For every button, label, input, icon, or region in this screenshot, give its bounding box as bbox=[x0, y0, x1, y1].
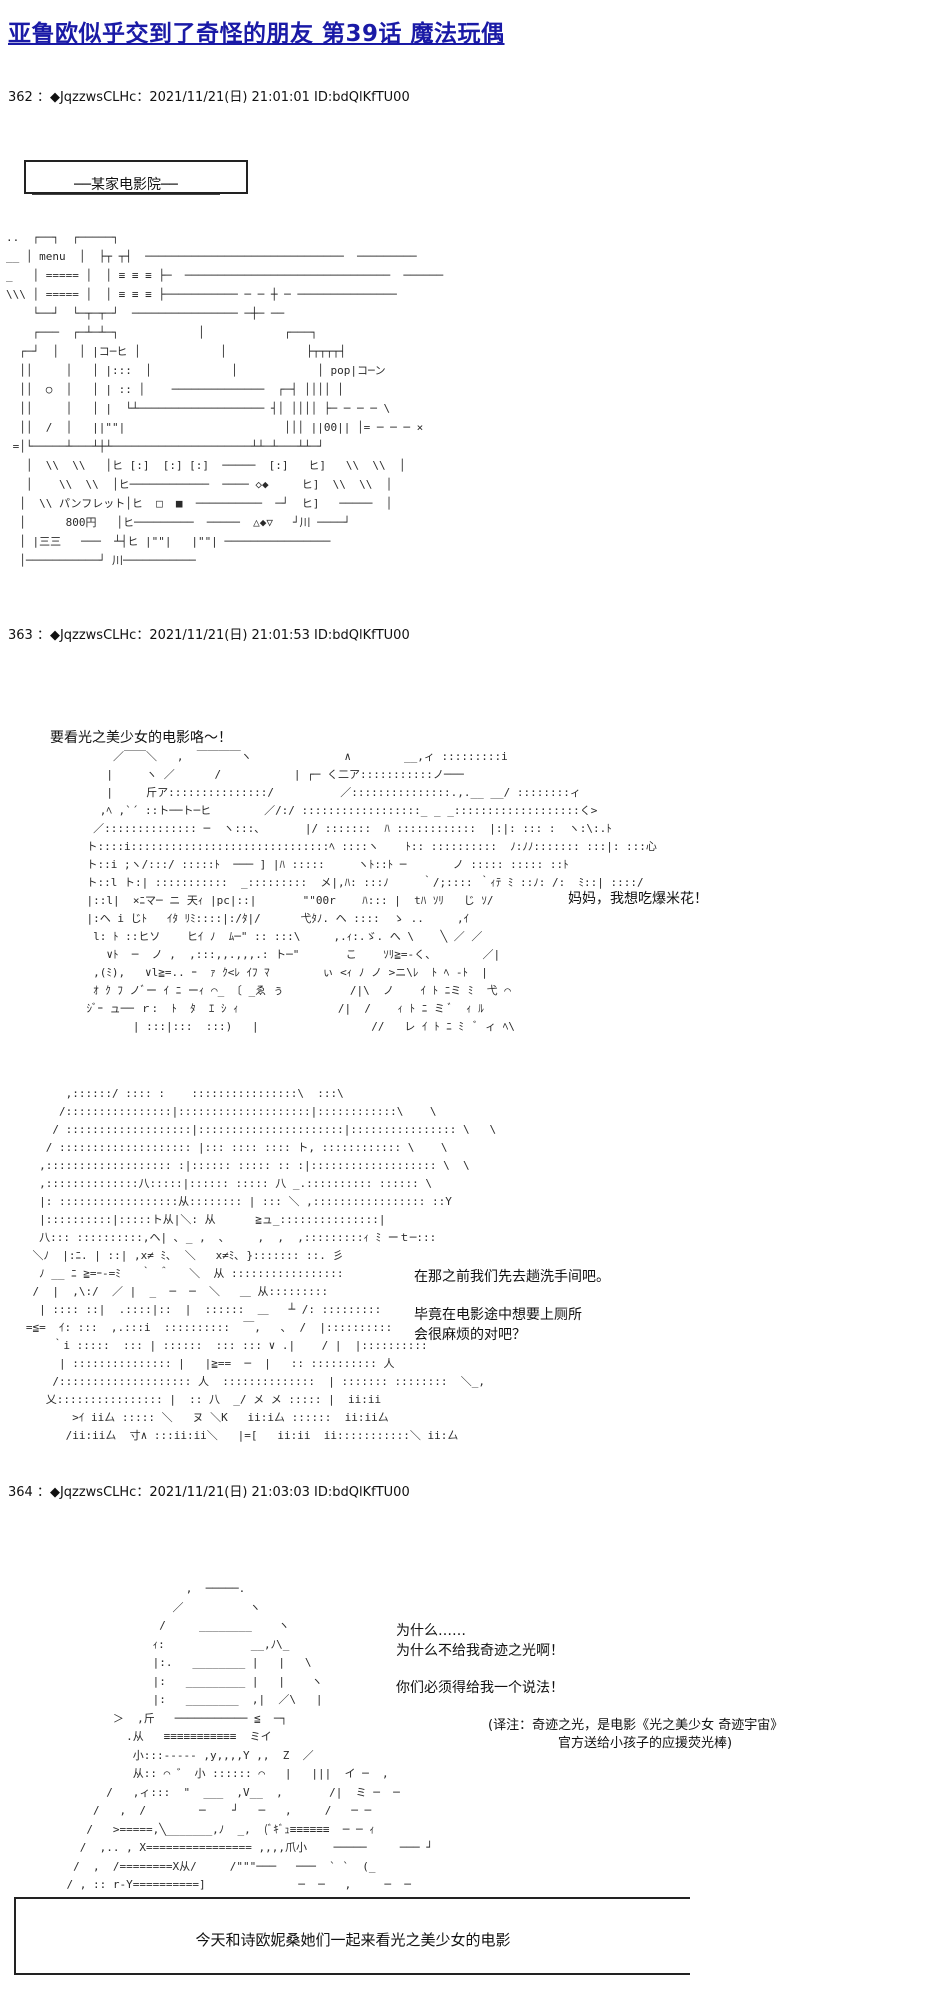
speech-364-1: 为什么…… bbox=[396, 1623, 466, 1639]
mother-ascii-art: ,::::::/ :::: : ::::::::::::::::\ :::\ /… bbox=[25, 1087, 497, 1442]
translator-note-1: (译注：奇迹之光，是电影《光之美少女 奇迹宇宙》 bbox=[488, 1718, 784, 1733]
post-header-362: 362 ：◆JqzzwsCLHc：2021/11/21(日) 21:01:01 … bbox=[8, 90, 410, 105]
cinema-ascii-art: .. ┌──┐ ┌─────┐ __ │ menu │ ├┬ ┬┤ ──────… bbox=[6, 231, 444, 567]
page-title[interactable]: 亚鲁欧似乎交到了奇怪的朋友 第39话 魔法玩偶 bbox=[8, 21, 505, 47]
speech-second-3: 会很麻烦的对吧？ bbox=[414, 1327, 526, 1343]
speech-364-3: 你们必须得给我一个说法！ bbox=[396, 1680, 564, 1696]
angry-character-ascii-art: , ─────. ／ ヽ / ________ ヽ ｨ: __,ﾉ\_ |:. … bbox=[66, 1582, 433, 1891]
speech-second-2: 毕竟在电影途中想要上厕所 bbox=[414, 1307, 582, 1323]
narration-text: 今天和诗欧妮桑她们一起来看光之美少女的电影 bbox=[195, 1931, 511, 1949]
translator-note-2: 官方送给小孩子的应援荧光棒) bbox=[558, 1736, 733, 1751]
speech-second-1: 在那之前我们先去趟洗手间吧。 bbox=[414, 1269, 610, 1285]
mother-child-ascii-art: ／￣￣＼ , ￣￣￣￣ヽ ∧ __,ィ :::::::::i | ヽ ／ / |… bbox=[86, 750, 657, 1033]
scene-label: ──某家电影院── bbox=[32, 174, 220, 195]
scene-label-box: ──某家电影院── bbox=[24, 160, 248, 195]
speech-364-2: 为什么不给我奇迹之光啊！ bbox=[396, 1643, 564, 1659]
speech-left: 要看光之美少女的电影咯～！ bbox=[50, 730, 232, 746]
speech-right: 妈妈，我想吃爆米花！ bbox=[568, 891, 708, 907]
post-header-363: 363 ：◆JqzzwsCLHc：2021/11/21(日) 21:01:53 … bbox=[8, 628, 410, 643]
post-header-364: 364 ：◆JqzzwsCLHc：2021/11/21(日) 21:03:03 … bbox=[8, 1485, 410, 1500]
narration-box: 今天和诗欧妮桑她们一起来看光之美少女的电影 bbox=[14, 1897, 690, 1975]
